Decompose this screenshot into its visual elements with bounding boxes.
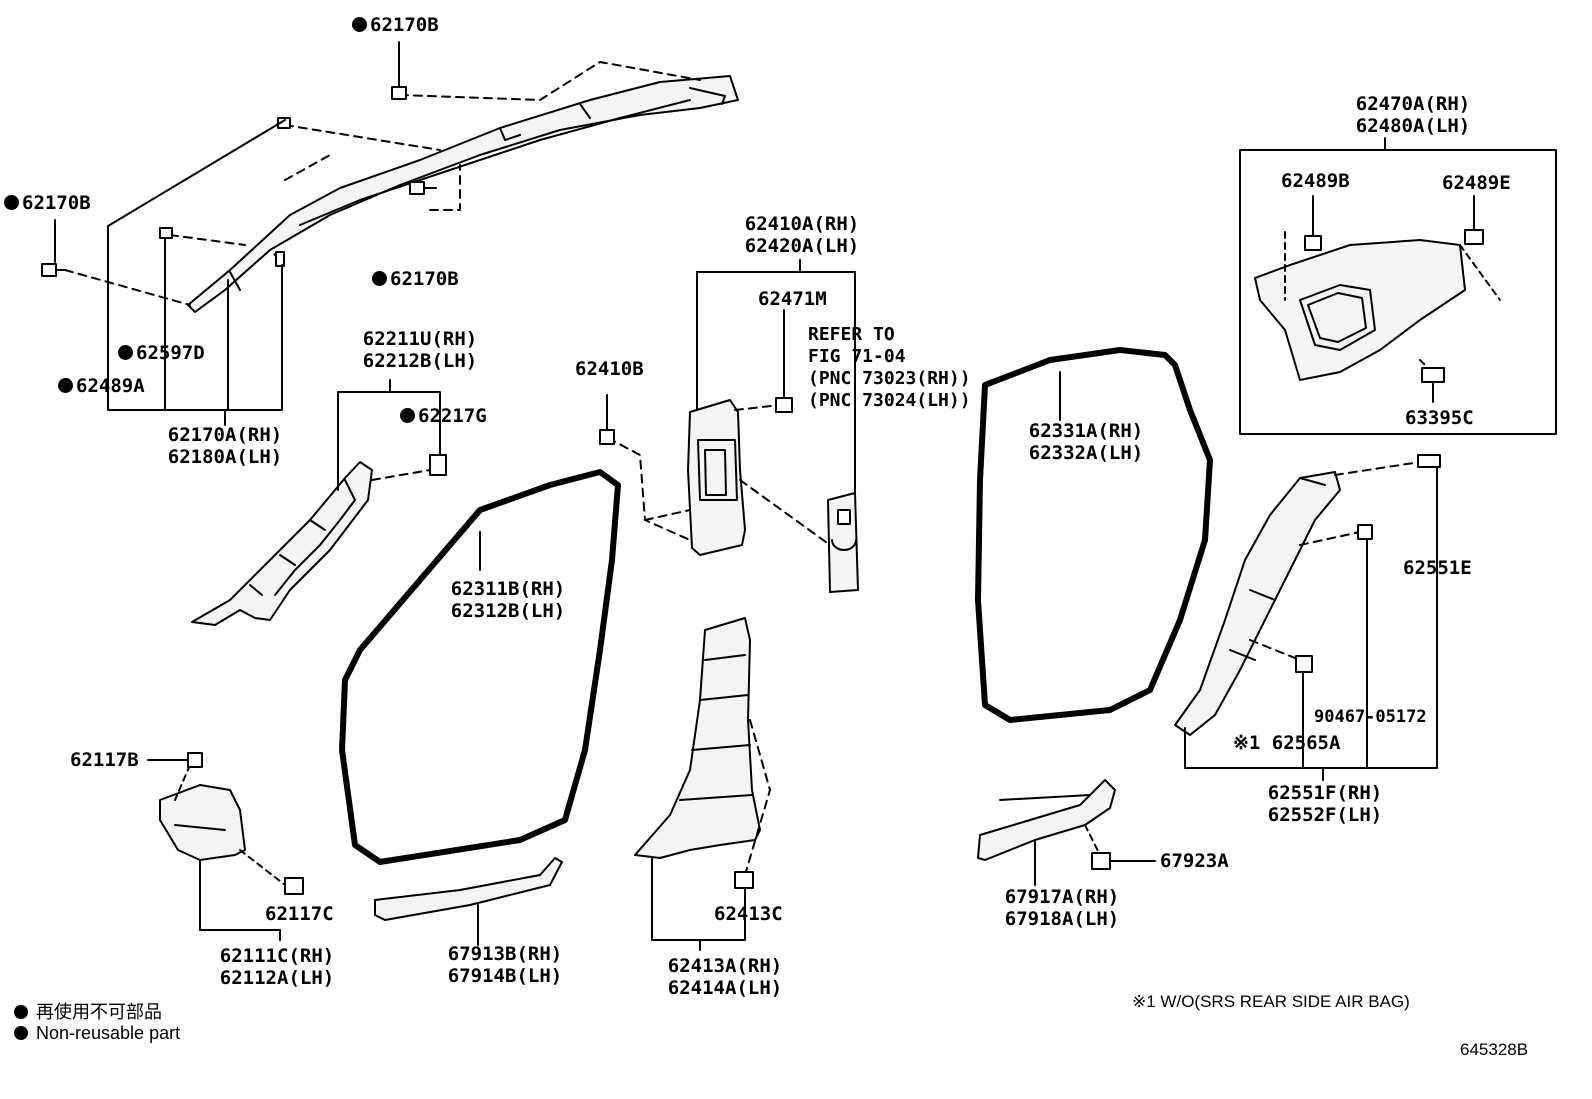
front-pillar-clips	[41, 74, 437, 277]
label-67917a-rh: 67917A(RH)	[1004, 886, 1120, 908]
front-door-weatherstrip	[339, 469, 621, 865]
refer-line-2: FIG 71-04	[808, 346, 906, 367]
label-62331a-rh: 62331A(RH)	[1028, 420, 1144, 442]
label-62413a: 62413A(RH) 62414A(LH)	[668, 955, 782, 999]
front-pillar-garnish	[187, 75, 739, 313]
label-62170b-left: 62170B	[4, 192, 91, 214]
refer-line-3: (PNC 73023(RH))	[808, 368, 971, 389]
bullet-icon	[14, 1026, 28, 1040]
label-62311b-rh: 62311B(RH)	[450, 578, 566, 600]
label-62111c: 62111C(RH) 62112A(LH)	[220, 945, 334, 989]
label-62410b: 62410B	[575, 358, 644, 380]
legend-row-en: Non-reusable part	[14, 1023, 180, 1048]
label-62170a: 62170A(RH) 62180A(LH)	[168, 424, 282, 468]
legend-en-text: Non-reusable part	[36, 1023, 181, 1043]
refer-note: REFER TO FIG 71-04 (PNC 73023(RH)) (PNC …	[808, 324, 971, 412]
label-62565a: ※1 62565A	[1233, 732, 1341, 754]
pillar-garnish-62211	[191, 461, 373, 626]
cowl-side-trim	[159, 784, 281, 941]
legend: 再使用不可部品 Non-reusable part	[14, 998, 180, 1048]
label-62471m: 62471M	[758, 288, 827, 310]
refer-line-4: (PNC 73024(LH))	[808, 390, 971, 411]
legend-row-jp: 再使用不可部品	[14, 998, 180, 1023]
label-62170b-mid: 62170B	[372, 268, 459, 290]
seat-belt-cover	[827, 492, 859, 593]
front-scuff-plate	[374, 857, 563, 946]
label-67917a: 67917A(RH) 67918A(LH)	[1005, 886, 1119, 930]
rear-pillar-garnish	[1174, 471, 1341, 736]
label-62117b: 62117B	[70, 749, 139, 771]
label-62410a-rh: 62410A(RH)	[744, 213, 860, 235]
label-62410a: 62410A(RH) 62420A(LH)	[745, 213, 859, 257]
label-62470a: 62470A(RH) 62480A(LH)	[1356, 93, 1470, 137]
label-62413a-rh: 62413A(RH)	[667, 955, 783, 977]
label-62470a-rh: 62470A(RH)	[1355, 93, 1471, 115]
label-67913b: 67913B(RH) 67914B(LH)	[448, 943, 562, 987]
label-62551f-rh: 62551F(RH)	[1267, 782, 1383, 804]
label-62112a-lh: 62112A(LH)	[219, 967, 335, 989]
label-62111c-rh: 62111C(RH)	[219, 945, 335, 967]
front-pillar-dashes	[64, 61, 701, 306]
label-62311b: 62311B(RH) 62312B(LH)	[451, 578, 565, 622]
footnote: ※1 W/O(SRS REAR SIDE AIR BAG)	[1132, 992, 1410, 1011]
bullet-icon	[14, 1005, 28, 1019]
center-pillar-lower-garnish	[634, 617, 761, 859]
label-62420a-lh: 62420A(LH)	[744, 235, 860, 257]
rear-door-weatherstrip	[975, 347, 1213, 723]
figure-code: 645328B	[1460, 1040, 1529, 1059]
label-67923a: 67923A	[1160, 850, 1229, 872]
label-90467-05172: 90467-05172	[1314, 707, 1427, 727]
label-62413c: 62413C	[714, 903, 783, 925]
label-62211u-rh: 62211U(RH)	[362, 328, 478, 350]
label-67913b-rh: 67913B(RH)	[447, 943, 563, 965]
label-62180a-lh: 62180A(LH)	[167, 446, 283, 468]
label-62331a: 62331A(RH) 62332A(LH)	[1029, 420, 1143, 464]
label-62332a-lh: 62332A(LH)	[1028, 442, 1144, 464]
label-62551e: 62551E	[1403, 557, 1472, 579]
refer-line-1: REFER TO	[808, 324, 895, 345]
center-pillar-upper-garnish	[687, 399, 746, 556]
label-62551f: 62551F(RH) 62552F(LH)	[1268, 782, 1382, 826]
rear-scuff-plate	[977, 779, 1116, 886]
label-63395c: 63395C	[1405, 407, 1474, 429]
label-62312b-lh: 62312B(LH)	[450, 600, 566, 622]
label-62489e: 62489E	[1442, 172, 1511, 194]
quarter-trim-box	[1239, 137, 1557, 435]
label-67914b-lh: 67914B(LH)	[447, 965, 563, 987]
label-62170a-rh: 62170A(RH)	[167, 424, 283, 446]
label-62212b-lh: 62212B(LH)	[362, 350, 478, 372]
front-pillar-leaders	[54, 41, 400, 426]
legend-jp-text: 再使用不可部品	[36, 1002, 162, 1022]
label-62170b-top: 62170B	[352, 14, 439, 36]
label-67918a-lh: 67918A(LH)	[1004, 908, 1120, 930]
label-62117c: 62117C	[265, 903, 334, 925]
label-62414a-lh: 62414A(LH)	[667, 977, 783, 999]
label-62217g: 62217G	[400, 405, 487, 427]
label-62489a: 62489A	[58, 375, 145, 397]
label-62597d: 62597D	[118, 342, 205, 364]
label-62552f-lh: 62552F(LH)	[1267, 804, 1383, 826]
label-62480a-lh: 62480A(LH)	[1355, 115, 1471, 137]
label-62489b: 62489B	[1281, 170, 1350, 192]
label-62211u: 62211U(RH) 62212B(LH)	[363, 328, 477, 372]
